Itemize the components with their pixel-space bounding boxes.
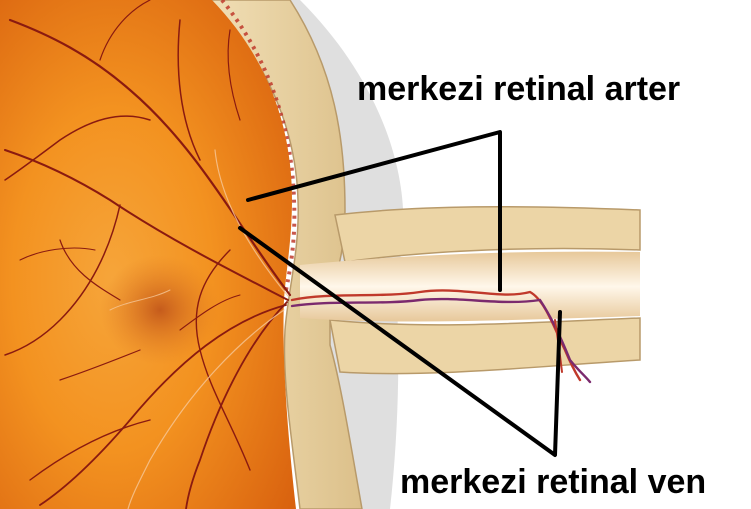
optic-nerve-core [300,252,640,322]
retina [0,0,296,509]
label-central-retinal-artery: merkezi retinal arter [357,72,680,106]
label-central-retinal-vein: merkezi retinal ven [400,465,706,499]
